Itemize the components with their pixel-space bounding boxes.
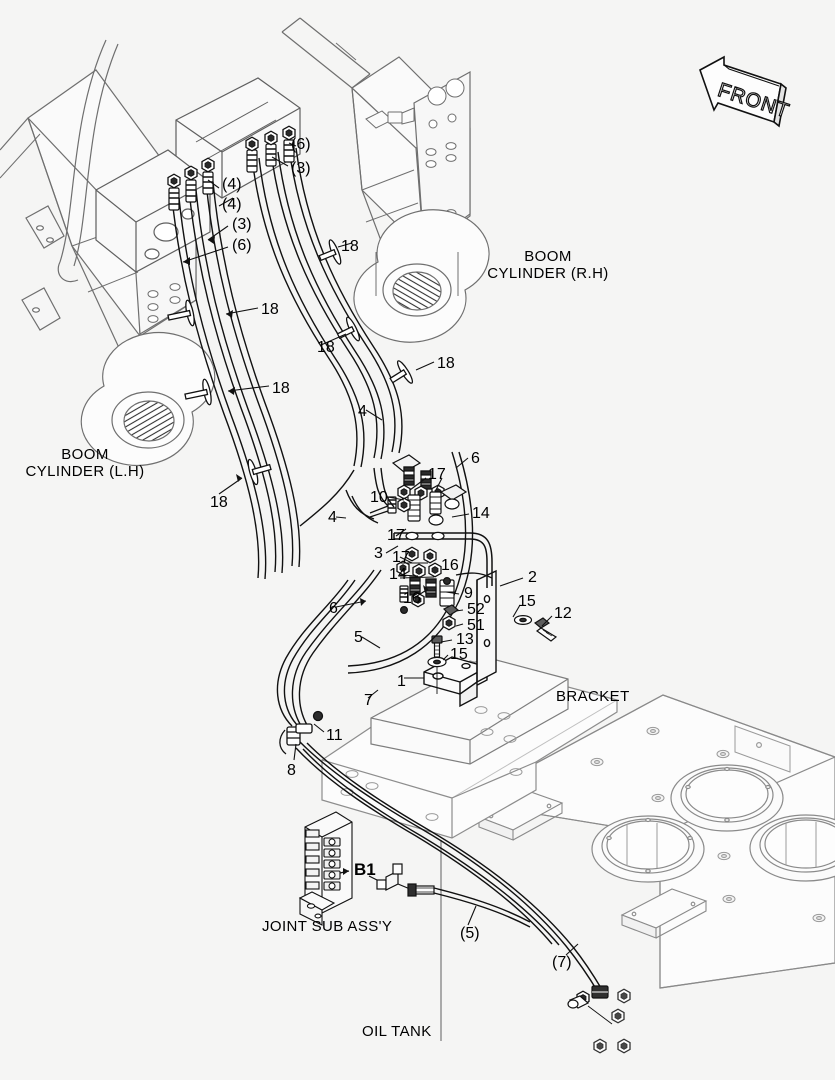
bolt-item-12: [533, 617, 558, 642]
callout-3-upper-left: (3): [232, 216, 252, 233]
callout-6-mid: 6: [471, 450, 480, 467]
hose-clamp-18-group: [167, 239, 414, 486]
washer-item-15-right: [513, 614, 533, 625]
callout-17-c: 17: [392, 549, 410, 566]
callout-3-upper-right: (3): [291, 160, 311, 177]
callout-52: 52: [467, 601, 485, 618]
callout-3-mid: 3: [374, 545, 383, 562]
label-boom-cylinder-rh-line1: BOOM: [524, 248, 572, 265]
label-boom-cylinder-lh-line1: BOOM: [61, 446, 109, 463]
callout-18-c: 18: [317, 339, 335, 356]
callout-1: 1: [397, 673, 406, 690]
hose-4-runs: [299, 467, 395, 527]
callout-11: 11: [326, 727, 343, 744]
leader-lines: [182, 142, 579, 956]
front-arrow-icon: [699, 55, 787, 128]
callout-15-right: 15: [518, 593, 536, 610]
callout-16-a: 16: [441, 557, 459, 574]
label-boom-cylinder-lh-line2: CYLINDER (L.H): [25, 463, 145, 480]
callout-6-lower: 6: [329, 600, 338, 617]
hose-bundle-right-ferrules: [245, 125, 296, 173]
hose-bundle-left: [171, 181, 301, 580]
bracket-item-1: [423, 569, 497, 708]
boom-cylinder-rh: [281, 17, 490, 343]
callout-12: 12: [554, 605, 572, 622]
callout-18-f: 18: [210, 494, 228, 511]
callout-14-a: 14: [472, 505, 490, 522]
callout-18-d: 18: [437, 355, 455, 372]
callout-17-b: 17: [387, 527, 405, 544]
callout-4-mid-b: 4: [328, 509, 337, 526]
oil-tank-end-fitting: [567, 985, 631, 1054]
port-tag-b1: B1: [354, 860, 376, 879]
hose-junction-8-11: [279, 710, 324, 755]
hose-long-5-7: [276, 569, 382, 728]
callout-6-upper-left: (6): [232, 237, 252, 254]
callout-17-a: 17: [428, 466, 446, 483]
label-boom-cylinder-lh: BOOM CYLINDER (L.H): [10, 446, 160, 480]
label-joint-sub-assy: JOINT SUB ASS'Y: [262, 918, 393, 935]
callout-2: 2: [528, 569, 537, 586]
hose-b1-run: [433, 887, 531, 928]
lh-cylinder-curved-hose: [57, 39, 119, 283]
hose-to-oil-tank: [295, 741, 605, 994]
callout-4-upper-a: (4): [222, 176, 242, 193]
callout-9: 9: [464, 585, 473, 602]
b1-leader: [368, 875, 378, 881]
callout-18-a: 18: [341, 238, 359, 255]
label-bracket: BRACKET: [556, 688, 630, 705]
leader-arrowheads: [183, 236, 428, 606]
oil-tank-assembly: [462, 694, 835, 989]
label-boom-cylinder-rh: BOOM CYLINDER (R.H): [477, 248, 619, 282]
callout-10: 10: [370, 489, 388, 506]
callout-8: 8: [287, 762, 296, 779]
callout-5: 5: [354, 629, 363, 646]
callout-4-upper-b: (4): [222, 196, 242, 213]
callout-5-paren: (5): [460, 925, 480, 942]
bracket-base-plate: [321, 656, 618, 839]
hose-bundle-left-ferrules: [167, 157, 215, 211]
callout-13: 13: [456, 631, 474, 648]
callout-51: 51: [467, 617, 485, 634]
callout-16-b: 16: [403, 590, 421, 607]
callout-4-mid-a: 4: [358, 403, 367, 420]
callout-6-upper-right: (6): [291, 136, 311, 153]
b1-fitting: [376, 863, 435, 897]
label-oil-tank: OIL TANK: [362, 1023, 432, 1040]
callout-15-lower: 15: [450, 646, 468, 663]
callout-7: 7: [364, 692, 373, 709]
hydraulic-manifold-lower-left: [95, 149, 211, 273]
callout-7-paren: (7): [552, 954, 572, 971]
washer-item-15-lower: [427, 656, 447, 668]
joint-sub-assy: [298, 811, 353, 926]
callout-14-b: 14: [389, 566, 407, 583]
center-fitting-cluster: [369, 454, 493, 631]
label-boom-cylinder-rh-line2: CYLINDER (R.H): [487, 265, 609, 282]
callout-18-b: 18: [261, 301, 279, 318]
callout-18-e: 18: [272, 380, 290, 397]
